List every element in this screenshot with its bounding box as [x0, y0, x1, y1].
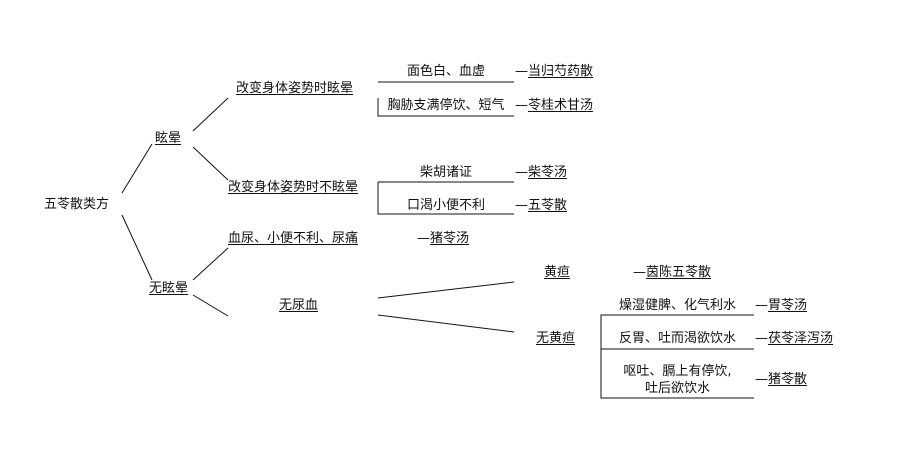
node-not-dizzy: 无眩晕	[149, 281, 189, 296]
connector-root-dizzy	[121, 143, 153, 194]
node-hematuria: 血尿、小便不利、尿痛	[228, 231, 359, 246]
formula-linggui-zhugan-tang: 苓桂术甘汤	[528, 98, 594, 113]
connector-root-notdizzy	[121, 214, 153, 281]
formula-row-8: —茯苓泽泻汤	[755, 331, 833, 347]
symptom-thirst: 口渴小便不利	[406, 198, 485, 213]
dash: —	[755, 298, 768, 313]
formula-weiling-tang: 胃苓汤	[768, 298, 808, 313]
formula-row-9: —猪苓散	[755, 372, 807, 388]
symptom-blood-deficiency: 面色白、血虚	[406, 64, 485, 79]
symptom-chaihu: 柴胡诸证	[419, 165, 472, 180]
symptom-regurgitation: 反胃、吐而渴欲饮水	[618, 331, 736, 346]
symptom-vomiting-line2: 吐后欲饮水	[644, 381, 710, 396]
dash: —	[417, 231, 430, 246]
symptom-vomiting-line1: 呕吐、膈上有停饮,	[623, 364, 732, 379]
formula-row-4: —五苓散	[515, 198, 567, 214]
dash: —	[515, 165, 528, 180]
formula-yinchen-wuling-san: 茵陈五苓散	[646, 265, 712, 280]
formula-row-1: —当归芍药散	[515, 64, 593, 80]
node-no-hematuria: 无尿血	[279, 298, 319, 313]
dash: —	[633, 265, 646, 280]
symptom-fluid-retention: 胸胁支满停饮、短气	[387, 98, 505, 113]
formula-zhuling-san: 猪苓散	[768, 372, 808, 387]
dash: —	[755, 372, 768, 387]
formula-zhuling-tang: 猪苓汤	[430, 231, 470, 246]
dash: —	[755, 331, 768, 346]
formula-row-3: —柴苓汤	[515, 165, 567, 181]
connector-nohematuria-jaundice	[377, 281, 515, 299]
node-posture-not-dizzy: 改变身体姿势时不眩晕	[228, 180, 359, 195]
formula-row-7: —胃苓汤	[755, 298, 807, 314]
node-dizzy: 眩晕	[155, 131, 182, 146]
root-label: 五苓散类方	[44, 197, 110, 212]
bracket-no-jaundice	[600, 314, 754, 399]
bracket-posture-not-dizzy	[377, 182, 514, 215]
node-no-jaundice: 无黄疸	[536, 331, 576, 346]
bracket-posture-dizzy	[377, 98, 514, 117]
formula-row-5: —猪苓汤	[417, 231, 469, 247]
node-jaundice: 黄疸	[544, 265, 571, 280]
formula-wuling-san: 五苓散	[528, 198, 568, 213]
formula-chailing-tang: 柴苓汤	[528, 165, 568, 180]
connector-dizzy-posture2	[192, 146, 229, 181]
formula-fuling-zexie-tang: 茯苓泽泻汤	[768, 331, 834, 346]
connector-dizzy-posture1	[192, 97, 229, 132]
dash: —	[515, 64, 528, 79]
node-posture-dizzy: 改变身体姿势时眩晕	[236, 81, 354, 96]
connector-notdizzy-hematuria	[192, 247, 229, 281]
connector-notdizzy-nohematuria	[192, 294, 229, 317]
dash: —	[515, 98, 528, 113]
dash: —	[515, 198, 528, 213]
formula-danggui-shaoyao-san: 当归芍药散	[528, 64, 594, 79]
symptom-dry-damp: 燥湿健脾、化气利水	[618, 298, 736, 313]
formula-row-2: —苓桂术甘汤	[515, 98, 593, 114]
connector-nohematuria-nojaundice	[377, 314, 515, 333]
formula-row-6: —茵陈五苓散	[633, 265, 711, 281]
